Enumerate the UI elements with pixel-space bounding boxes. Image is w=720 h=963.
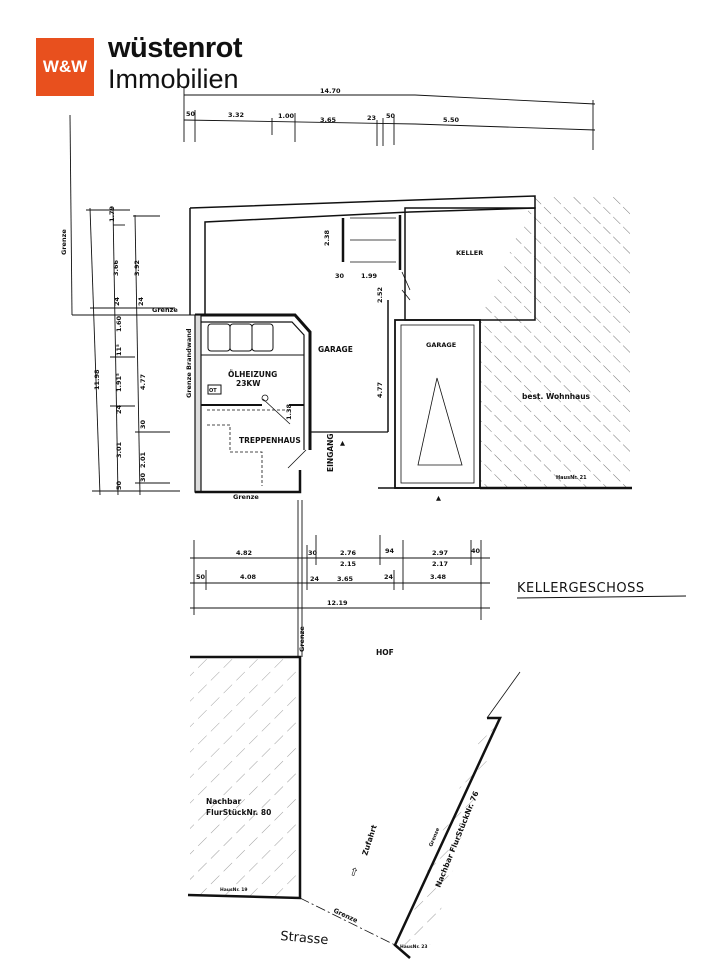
dim-total-width: 14.70	[320, 87, 341, 95]
house-number-19: HausNr. 19	[220, 887, 248, 893]
dim: 24	[113, 296, 121, 306]
title-underline	[516, 595, 687, 599]
room-oil-heating: ÖLHEIZUNG	[228, 370, 277, 379]
label-hof: HOF	[376, 648, 394, 657]
dim: 50	[196, 573, 206, 581]
dim: 3.01	[115, 441, 123, 458]
dim: 4.08	[240, 573, 257, 581]
dim: 3.66	[112, 259, 120, 276]
top-dimensions	[183, 88, 596, 150]
dim-total-depth: 11.98	[93, 369, 101, 390]
dim: 30	[335, 272, 345, 280]
label-grenze: Grenze	[60, 229, 68, 255]
neighbor-80-hatch	[190, 657, 300, 898]
dim: 2.38	[323, 229, 331, 246]
dim: 1.91⁵	[115, 373, 123, 392]
dim: 40	[471, 547, 481, 555]
room-entrance: EINGANG	[326, 433, 335, 472]
dim: 1.99	[361, 272, 378, 280]
dim: 30	[139, 472, 147, 482]
dim: 1.79	[108, 205, 116, 222]
neighbor-80-label: Nachbar	[206, 797, 242, 806]
room-garage-2: GARAGE	[426, 341, 456, 349]
neighbor-80-label: FlurStückNr. 80	[206, 808, 271, 817]
triangle-marker: ▲	[340, 439, 345, 447]
room-garage: GARAGE	[318, 345, 353, 354]
site-boundaries	[187, 655, 521, 959]
dim-total: 12.19	[327, 599, 348, 607]
floor-title: KELLERGESCHOSS	[517, 581, 645, 596]
dim: 30	[139, 419, 147, 429]
dim: 2.76	[340, 549, 357, 557]
left-dimensions	[69, 114, 195, 496]
dim: 2.97	[432, 549, 448, 557]
dim: 24	[137, 296, 145, 306]
dim: 3.48	[430, 573, 447, 581]
oil-tank-label: OT	[209, 388, 217, 394]
label-grenze: Grenze	[152, 306, 178, 314]
brand-sub: Immobilien	[108, 64, 239, 94]
dim: 94	[385, 547, 395, 555]
dim: 50	[386, 112, 396, 120]
dim: 2.01	[139, 451, 147, 468]
dim: 3.32	[228, 111, 244, 119]
dim: 5.50	[443, 116, 460, 124]
dim: 23	[367, 114, 376, 122]
ww-logo: W&W	[36, 38, 94, 96]
dim: 3.65	[337, 575, 354, 583]
garage-door-triangle	[417, 377, 463, 466]
dim: 3.92	[133, 260, 141, 276]
triangle-marker: ▲	[436, 494, 441, 502]
dim: 4.82	[236, 549, 252, 557]
dim: 3.65	[320, 116, 337, 124]
dim: 2.52	[376, 287, 384, 303]
dim: 4.77	[139, 374, 147, 390]
room-keller: KELLER	[456, 249, 483, 257]
label-street: Strasse	[280, 929, 329, 948]
dim: 2.15	[340, 560, 357, 568]
neighbor-house-hatch	[480, 195, 630, 488]
dim: 2.17	[432, 560, 448, 568]
bottom-dimensions	[190, 500, 490, 657]
dim: 1.38	[285, 403, 293, 420]
dim: 4.77	[376, 382, 384, 398]
dim: 1.60	[115, 315, 123, 332]
dim: 24	[384, 573, 394, 581]
label-grenze: Grenze	[233, 493, 259, 501]
arrow-up-icon: ⇨	[346, 865, 361, 878]
dim: 50	[115, 480, 123, 490]
house-number-23: HausNr. 23	[400, 944, 428, 950]
label-zufahrt: Zufahrt	[360, 823, 378, 856]
neighbor-house-label: best. Wohnhaus	[522, 392, 591, 401]
dim: 24	[115, 404, 123, 414]
label-brandwand: Brandwand	[185, 328, 193, 370]
dim: 1.00	[278, 112, 295, 120]
building-walls	[189, 195, 536, 494]
house-number-21: HausNr. 21	[556, 475, 587, 481]
label-grenze: Grenze	[298, 626, 306, 652]
dim: 50	[186, 110, 196, 118]
room-stairwell: TREPPENHAUS	[239, 436, 301, 445]
dim: 11⁵	[115, 344, 123, 356]
dim: 24	[310, 575, 320, 583]
logo-mark: W&W	[42, 57, 88, 76]
room-oil-heating-power: 23KW	[236, 379, 261, 388]
brand-name: wüstenrot	[108, 32, 243, 64]
dim: 30	[308, 549, 318, 557]
label-grenze: Grenze	[185, 372, 193, 398]
